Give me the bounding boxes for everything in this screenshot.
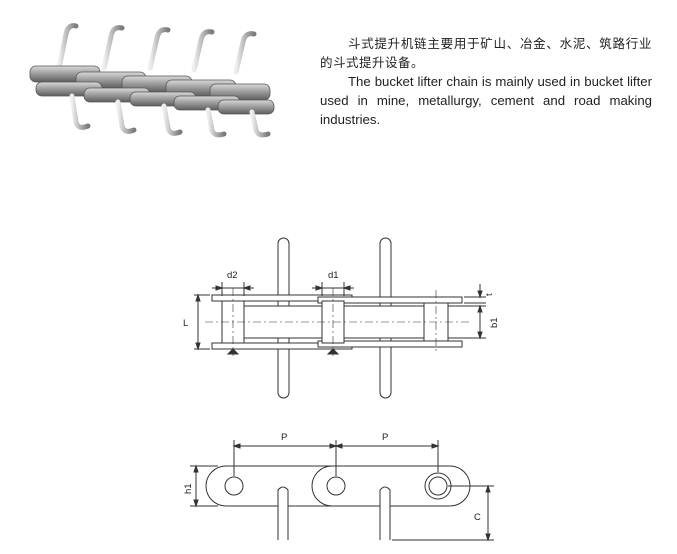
label-b1: b1 bbox=[489, 317, 500, 328]
label-L: L bbox=[183, 318, 188, 329]
label-t: t bbox=[484, 293, 495, 296]
description-english: The bucket lifter chain is mainly used i… bbox=[320, 74, 652, 127]
label-p-left: P bbox=[281, 432, 287, 443]
label-c: C bbox=[474, 512, 481, 523]
label-d2: d2 bbox=[227, 270, 238, 281]
label-p-right: P bbox=[382, 432, 388, 443]
description-text: 斗式提升机链主要用于矿山、冶金、水泥、筑路行业的斗式提升设备。 The buck… bbox=[320, 34, 652, 129]
label-h1: h1 bbox=[183, 483, 194, 494]
description-chinese: 斗式提升机链主要用于矿山、冶金、水泥、筑路行业的斗式提升设备。 bbox=[320, 36, 652, 70]
product-photo-chain bbox=[29, 23, 275, 138]
label-d1: d1 bbox=[328, 270, 339, 281]
